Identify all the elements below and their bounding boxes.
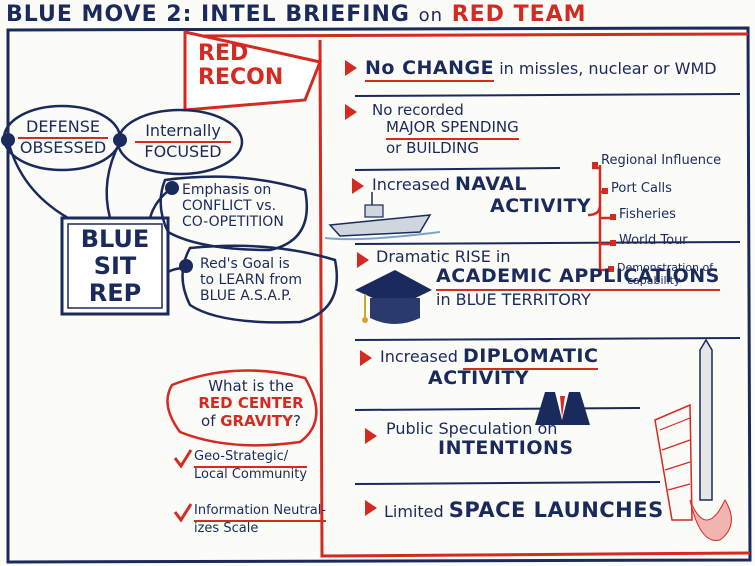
node-dot-3	[165, 181, 179, 195]
title-on: on	[418, 5, 444, 26]
outer-frame	[6, 26, 752, 564]
sitrep-text: BLUE SIT REP	[68, 226, 162, 307]
item5-a: Increased	[380, 347, 463, 366]
check2-line2: izes Scale	[194, 520, 259, 536]
sitrep-box-inner	[67, 223, 163, 309]
bubble-goal	[181, 244, 339, 324]
graduation-cap-icon	[355, 270, 432, 324]
item3-a: Increased	[372, 175, 455, 194]
connector-1	[6, 139, 69, 220]
item4-a: Dramatic RISE in	[376, 247, 511, 266]
item1-a: No CHANGE	[365, 57, 495, 82]
recon-line1: RED	[198, 41, 249, 66]
item5-c: ACTIVITY	[428, 366, 530, 389]
item5-b: DIPLOMATIC	[462, 345, 599, 370]
branch-2: Port Calls	[611, 181, 672, 196]
item6-b: INTENTIONS	[438, 437, 574, 460]
branch-5-line1: Demonstration of	[617, 261, 714, 274]
goal-line2: to LEARN from	[200, 272, 302, 289]
bubble-defense-text: DEFENSE OBSESSED	[18, 117, 108, 158]
sitrep-line3: REP	[88, 279, 142, 307]
defense-line1: DEFENSE	[18, 117, 108, 140]
item2-line1: No recorded	[372, 101, 464, 119]
branch-5-line2: capability	[627, 274, 681, 287]
suit-icon	[535, 392, 590, 425]
node-dot-2	[113, 133, 127, 147]
rocket-icon	[654, 338, 732, 541]
branch-dots	[592, 162, 616, 272]
gravity-line3a: of	[201, 411, 221, 430]
bubble-internally-text: Internally FOCUSED	[135, 121, 231, 162]
item4-b: ACADEMIC APPLICATIONS	[436, 266, 720, 292]
branch-5: Demonstration of capability	[617, 261, 713, 287]
recon-banner	[183, 30, 323, 112]
recon-line2: RECON	[198, 65, 284, 90]
title-part2: RED TEAM	[443, 2, 587, 27]
gravity-line2: RED CENTER	[198, 394, 304, 413]
item1-b: in missles, nuclear or WMD	[494, 59, 717, 78]
check2-line1: Information Neutral-	[194, 503, 327, 522]
check1-line2: Local Community	[194, 466, 308, 482]
item3-c: ACTIVITY	[490, 194, 592, 217]
gravity-line3b: GRAVITY	[220, 411, 293, 430]
goal-line3: BLUE A.S.A.P.	[200, 288, 292, 305]
recon-banner-text: RED RECON	[198, 42, 283, 90]
gravity-text: What is the RED CENTER of GRAVITY?	[186, 377, 316, 430]
recon-item-3: Increased NAVAL ACTIVITY	[372, 173, 592, 218]
ship-icon	[324, 192, 441, 241]
emphasis-line1: Emphasis on	[182, 182, 272, 198]
gravity-check-2: Information Neutral- izes Scale	[194, 503, 327, 537]
title-part1: BLUE MOVE 2: INTEL BRIEFING	[6, 2, 419, 27]
page-title: BLUE MOVE 2: INTEL BRIEFING on RED TEAM	[6, 2, 587, 27]
branch-4: World Tour	[619, 233, 688, 248]
recon-separators	[354, 93, 741, 485]
gravity-line3c: ?	[293, 411, 301, 430]
recon-item-1: No CHANGE in missles, nuclear or WMD	[365, 57, 717, 82]
connector-2	[105, 141, 122, 219]
gravity-line1: What is the	[208, 377, 294, 395]
emphasis-line2: CONFLICT vs.	[182, 198, 277, 215]
item2-line2: MAJOR SPENDING	[386, 119, 519, 140]
item2-line3: or BUILDING	[386, 138, 479, 157]
item4-c: in BLUE TERRITORY	[436, 290, 591, 310]
bubble-emphasis-text: Emphasis on CONFLICT vs. CO-OPETITION	[182, 182, 284, 230]
recon-item-6: Public Speculation on INTENTIONS	[386, 419, 574, 460]
recon-frame	[194, 32, 751, 558]
sitrep-box	[60, 216, 170, 316]
node-dot-4	[179, 259, 193, 273]
item7-b: SPACE LAUNCHES	[448, 498, 664, 522]
sitrep-line1: BLUE	[80, 225, 150, 253]
check1-line1: Geo-Strategic/	[194, 449, 308, 468]
sitrep-line2: SIT	[93, 252, 137, 280]
bullet-arrow-icon	[345, 60, 377, 516]
item7-a: Limited	[384, 502, 449, 521]
goal-line1: Red's Goal is	[200, 256, 290, 272]
internally-line2: FOCUSED	[144, 142, 222, 162]
recon-item-2: No recorded MAJOR SPENDING or BUILDING	[372, 101, 519, 157]
item3-b: NAVAL	[454, 173, 527, 195]
node-dot-1	[1, 133, 15, 147]
recon-item-7: Limited SPACE LAUNCHES	[384, 498, 664, 522]
branch-3: Fisheries	[619, 207, 676, 222]
gravity-bubble	[166, 369, 318, 447]
emphasis-line3: CO-OPETITION	[182, 214, 284, 231]
bubble-goal-text: Red's Goal is to LEARN from BLUE A.S.A.P…	[200, 256, 302, 304]
internally-line1: Internally	[135, 121, 231, 144]
branch-1: Regional Influence	[601, 153, 722, 168]
item6-a: Public Speculation on	[386, 419, 558, 438]
recon-item-5: Increased DIPLOMATIC ACTIVITY	[380, 345, 599, 390]
defense-line2: OBSESSED	[19, 138, 107, 158]
checkmark-icon	[173, 449, 193, 523]
recon-item-4: Dramatic RISE in ACADEMIC APPLICATIONS i…	[376, 247, 720, 310]
gravity-check-1: Geo-Strategic/ Local Community	[194, 449, 308, 483]
